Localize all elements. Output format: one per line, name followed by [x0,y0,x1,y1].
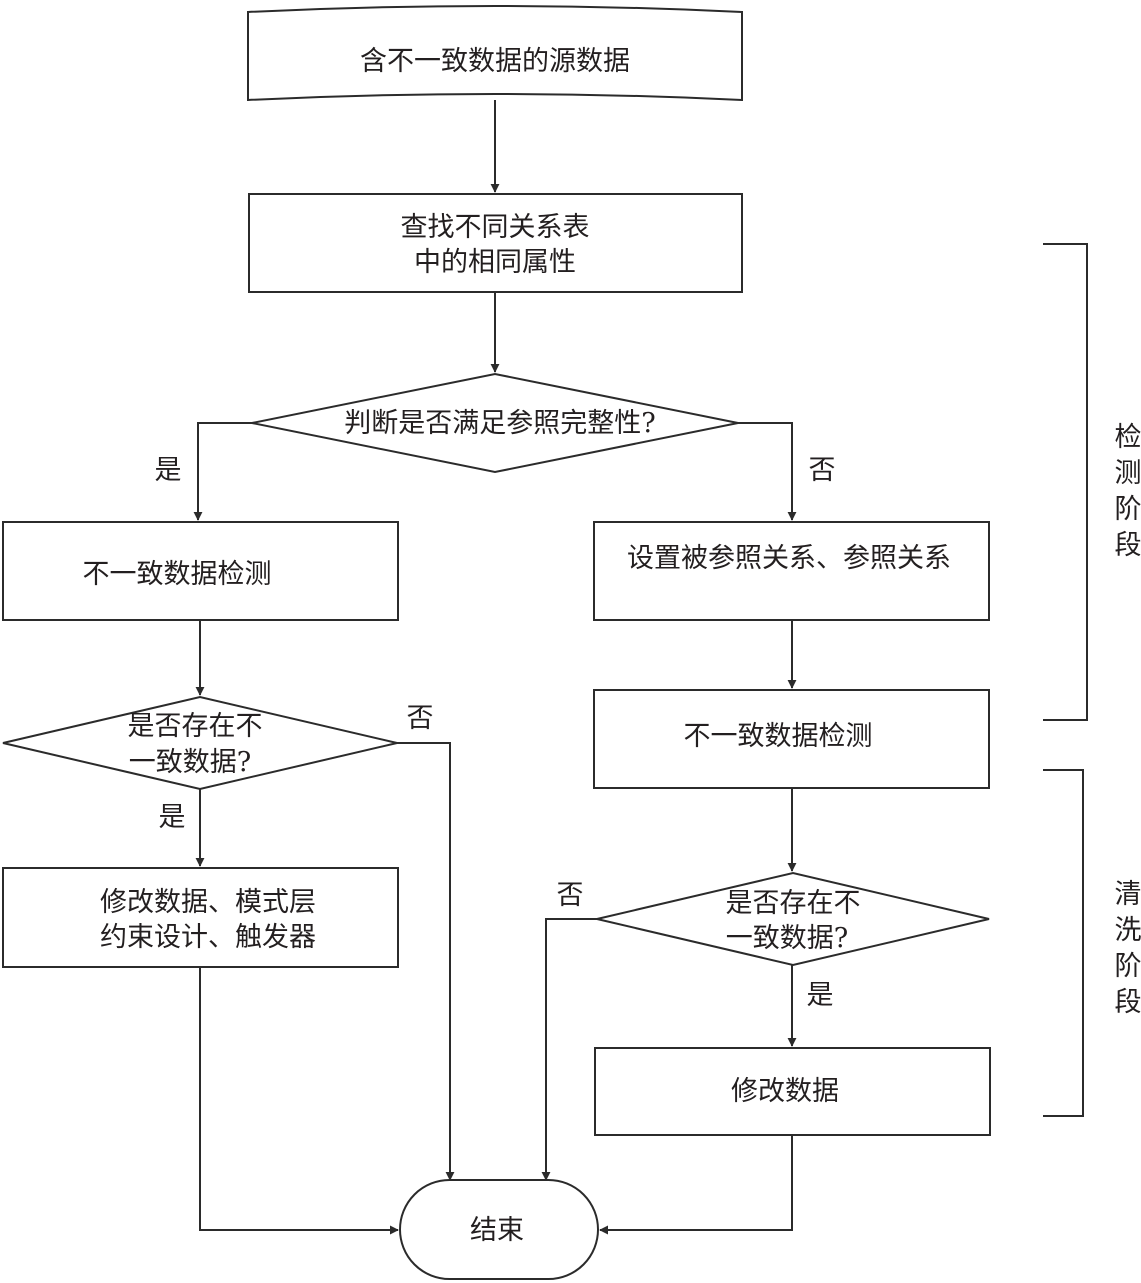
find-attributes-label-line2: 中的相同属性 [414,247,576,278]
detect-left-node: 不一致数据检测 [2,521,399,621]
edge-label-exists-right-yes: 是 [807,980,834,1011]
exists-right-label-line1: 是否存在不 [726,888,861,919]
find-attributes-label-line1: 查找不同关系表 [401,212,590,243]
edge-label-exists-left-no: 否 [407,703,434,734]
arrow-integrity-yes [193,422,252,521]
arrow-exists-right-no [541,918,597,1181]
arrow-modify-right-to-end [599,1135,793,1235]
exists-right-decision-node: 是否存在不 一致数据? [596,871,990,967]
modify-left-label-line2: 约束设计、触发器 [100,922,316,953]
exists-left-label-line2: 一致数据? [129,747,251,778]
source-data-label: 含不一致数据的源数据 [360,46,630,77]
integrity-decision-label: 判断是否满足参照完整性? [344,408,655,439]
end-node: 结束 [399,1179,599,1280]
arrow-modify-left-to-end [199,967,399,1235]
exists-left-decision-node: 是否存在不 一致数据? [2,695,398,791]
modify-right-node: 修改数据 [594,1047,991,1136]
modify-right-label: 修改数据 [731,1076,839,1107]
source-data-node: 含不一致数据的源数据 [247,5,743,102]
arrow-exists-left-no [397,742,455,1181]
find-common-attributes-node: 查找不同关系表 中的相同属性 [248,193,743,293]
edge-label-exists-right-no: 否 [557,880,584,911]
detection-phase-bracket [1043,243,1088,721]
arrow-integrity-no [738,422,797,521]
detect-left-label: 不一致数据检测 [83,559,272,590]
set-relations-node: 设置被参照关系、参照关系 [593,521,990,621]
cleaning-phase-bracket [1043,769,1084,1117]
edge-label-integrity-yes: 是 [155,455,182,486]
detect-right-label: 不一致数据检测 [684,721,873,752]
detect-right-node: 不一致数据检测 [593,689,990,789]
modify-left-node: 修改数据、模式层 约束设计、触发器 [2,867,399,968]
connectors [193,100,797,1235]
modify-left-label-line1: 修改数据、模式层 [100,887,316,918]
set-relations-label: 设置被参照关系、参照关系 [627,543,951,574]
exists-right-label-line2: 一致数据? [726,923,848,954]
end-label: 结束 [470,1215,524,1246]
edge-label-exists-left-yes: 是 [159,802,186,833]
edge-label-integrity-no: 否 [809,455,836,486]
exists-left-label-line1: 是否存在不 [128,711,263,742]
cleaning-phase-label: 清洗阶段 [1115,879,1141,1018]
integrity-decision-node: 判断是否满足参照完整性? [251,372,739,474]
detection-phase-label: 检测阶段 [1115,422,1141,561]
